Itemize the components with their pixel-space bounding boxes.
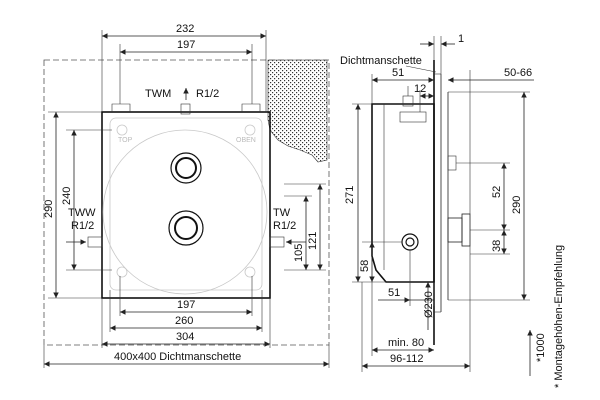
svg-text:52: 52 — [491, 186, 503, 198]
ghost-hole-tl — [116, 124, 128, 136]
dim-271: 271 — [344, 103, 386, 283]
dim-260: 260 — [109, 290, 263, 332]
diverter-knob-inner — [175, 157, 197, 179]
svg-text:271: 271 — [344, 186, 356, 204]
svg-text:96-112: 96-112 — [390, 353, 423, 365]
dim-290-left: 290 — [43, 111, 102, 299]
side-stem — [447, 217, 463, 243]
front-view: TOP OBEN TWM R1/2 TWW R1/2 TW R1/2 232 — [43, 23, 330, 368]
svg-text:50-66: 50-66 — [504, 67, 532, 79]
ghost-hole-br — [244, 266, 256, 278]
dim-min-80: min. 80 — [371, 282, 434, 356]
svg-text:290: 290 — [43, 200, 55, 218]
dim-1000: *1000 — [527, 330, 547, 376]
dim-38: 38 — [470, 230, 510, 255]
dim-51-top: 51 — [371, 67, 434, 104]
tw-label: TW — [273, 207, 291, 219]
dim-12: 12 — [414, 83, 434, 112]
dim-290-right: 290 — [448, 91, 530, 301]
ghost-frame — [109, 117, 263, 291]
ghost-circle — [102, 129, 268, 295]
side-view: Dichtmanschette 1 51 12 50-66 — [340, 33, 565, 388]
svg-text:Ø230: Ø230 — [423, 291, 435, 318]
top-connector — [180, 103, 191, 115]
svg-text:197: 197 — [177, 39, 195, 51]
svg-text:232: 232 — [176, 23, 194, 35]
tww-thread: R1/2 — [71, 220, 94, 232]
dim-197-top: 197 — [119, 39, 253, 104]
right-inlet-stub — [269, 236, 285, 248]
svg-text:290: 290 — [511, 196, 523, 214]
side-inlet-inner — [405, 237, 415, 247]
dim-400: 400x400 Dichtmanschette — [43, 345, 330, 368]
dim-50-66: 50-66 — [448, 67, 534, 214]
dim-58: 58 — [359, 241, 402, 282]
dim-96-112: 96-112 — [361, 246, 471, 372]
ghost-hole-bl — [116, 266, 128, 278]
side-knob — [461, 213, 471, 247]
tww-label: TWW — [68, 207, 96, 219]
dim-105: 105 — [284, 195, 326, 271]
svg-text:240: 240 — [61, 187, 73, 205]
svg-text:12: 12 — [414, 83, 426, 95]
dim-197-bottom: 197 — [119, 276, 253, 316]
twm-label: TWM — [145, 88, 171, 100]
ghost-hole-tr — [244, 124, 256, 136]
tw-thread: R1/2 — [273, 220, 296, 232]
top-clip-right — [241, 103, 261, 112]
left-inlet-stub — [87, 236, 103, 248]
svg-text:121: 121 — [307, 232, 319, 250]
top-mark: TOP — [118, 137, 133, 144]
svg-text:260: 260 — [175, 315, 193, 327]
dim-232: 232 — [101, 23, 267, 112]
dim-121: 121 — [284, 183, 326, 270]
housing-outline — [101, 111, 271, 299]
top-clip-left — [111, 103, 131, 112]
svg-text:51: 51 — [392, 67, 404, 79]
svg-text:197: 197 — [177, 299, 195, 311]
svg-text:58: 58 — [359, 260, 371, 272]
twm-thread: R1/2 — [196, 88, 219, 100]
wall-section-hatch — [267, 59, 328, 163]
dim-1: 1 — [420, 33, 464, 74]
dim-51-bottom: 51 — [378, 250, 435, 306]
svg-text:1: 1 — [458, 33, 464, 45]
svg-text:min. 80: min. 80 — [388, 337, 424, 349]
dim-52: 52 — [456, 162, 510, 231]
side-diverter — [447, 155, 457, 171]
dichtmanschette-label: Dichtmanschette — [340, 55, 422, 67]
dim-230: Ø230 — [423, 282, 435, 330]
svg-text:*1000: *1000 — [535, 333, 547, 362]
svg-text:400x400 Dichtmanschette: 400x400 Dichtmanschette — [114, 351, 241, 363]
svg-text:105: 105 — [293, 244, 305, 262]
svg-text:38: 38 — [491, 240, 503, 252]
svg-text:51: 51 — [388, 287, 400, 299]
svg-text:304: 304 — [176, 331, 194, 343]
oben-mark: OBEN — [236, 137, 256, 144]
side-housing — [371, 103, 435, 283]
dichtmanschette-leader — [405, 65, 437, 73]
mounting-note: * Montagehöhen-Empfehlung — [553, 245, 565, 388]
thermostat-knob-inner — [174, 216, 198, 240]
side-outlet-block — [399, 111, 427, 123]
dim-240: 240 — [61, 129, 112, 271]
dim-304: 304 — [101, 298, 271, 348]
